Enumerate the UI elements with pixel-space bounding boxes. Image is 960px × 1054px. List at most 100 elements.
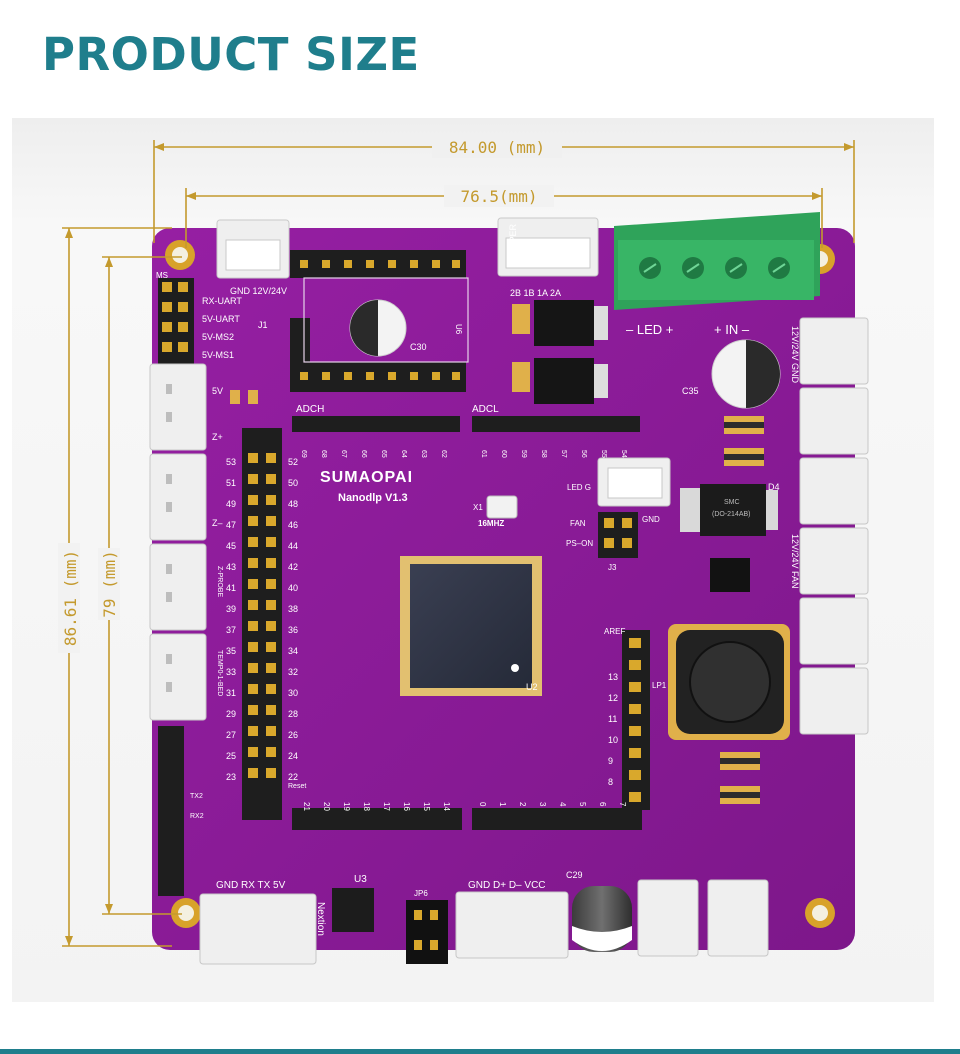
silk-tx2: TX2 (190, 793, 203, 800)
pin-label: 60 (500, 450, 507, 458)
silk-5v-ms1: 5V-MS1 (202, 350, 234, 360)
pin-label: 23 (226, 772, 236, 782)
header-pin (266, 621, 276, 631)
pin-label: 2 (518, 802, 527, 807)
silk-x1: X1 (473, 503, 483, 512)
pin-label: 0 (478, 802, 487, 807)
pin-label: 54 (620, 450, 627, 458)
silk-5v: 5V (212, 386, 223, 396)
header-pin (248, 642, 258, 652)
silk-lp1: LP1 (652, 681, 667, 690)
silk-crystal: 16MHZ (478, 519, 504, 528)
stepper-driver-socket (290, 250, 469, 392)
silk-u3: U3 (354, 874, 367, 885)
chip-u3 (332, 888, 374, 932)
pin-label: 36 (288, 625, 298, 635)
silk-nextion: Nextion (315, 902, 326, 936)
pin-label: 55 (600, 450, 607, 458)
silk-smc: SMC (724, 499, 740, 506)
mcu-chip-u2 (400, 556, 542, 696)
silk-smc-pkg: (DO-214AB) (712, 511, 751, 518)
pin-label: 8 (608, 777, 613, 787)
pin-label: 3 (538, 802, 547, 807)
silk-j1: J1 (258, 320, 268, 330)
led-connector (597, 457, 671, 507)
pin-label: 59 (520, 450, 527, 458)
diode-d4 (680, 484, 778, 536)
pin-label: 4 (558, 802, 567, 807)
pin-label: 56 (580, 450, 587, 458)
pin-label: 37 (226, 625, 236, 635)
pin-label: 68 (320, 450, 327, 458)
pin-label: 1 (498, 802, 507, 807)
power-connector (216, 217, 599, 279)
inductor-lp1 (668, 624, 790, 740)
header-pin (248, 663, 258, 673)
header-pin (266, 726, 276, 736)
silk-adcl: ADCL (472, 404, 499, 415)
pin-label: 63 (420, 450, 427, 458)
page-title: PRODUCT SIZE (42, 28, 420, 81)
pin-label: 46 (288, 520, 298, 530)
silk-temp: TEMP0-1-BED (216, 650, 223, 696)
pin-label: 13 (608, 672, 618, 682)
silk-stepper-pins: 2B 1B 1A 2A (510, 288, 561, 298)
pin-label: 30 (288, 688, 298, 698)
header-pin (266, 558, 276, 568)
header-pin (248, 537, 258, 547)
pin-label: 35 (226, 646, 236, 656)
pin-label: 32 (288, 667, 298, 677)
silk-led: – LED + (626, 322, 673, 337)
pin-label: 40 (288, 583, 298, 593)
silk-rx-uart: RX-UART (202, 296, 242, 306)
jumper-jp6 (406, 900, 448, 964)
header-pin (266, 705, 276, 715)
pin-label: 11 (608, 714, 617, 724)
silk-z-probe: Z-PROBE (216, 566, 223, 597)
pin-label: 19 (342, 802, 351, 811)
header-pin (266, 579, 276, 589)
header-pin (248, 621, 258, 631)
pin-label: 33 (226, 667, 236, 677)
width-inner-label: 76.5(mm) (460, 187, 537, 206)
silk-z-plus: Z+ (212, 432, 223, 442)
pin-label: 17 (382, 802, 391, 811)
silk-u6: U6 (454, 324, 463, 335)
pin-label: 24 (288, 751, 298, 761)
silk-usb-pins: GND D+ D– VCC (468, 880, 546, 891)
pin-label: 25 (226, 751, 236, 761)
crystal-x1 (486, 495, 518, 519)
silk-ps-on: PS–ON (566, 539, 593, 548)
silk-gnd: GND (642, 515, 660, 524)
pin-label: 62 (440, 450, 447, 458)
silk-stepper: STEPPER (508, 223, 518, 266)
pin-label: 9 (608, 756, 613, 766)
pin-label: 57 (560, 450, 567, 458)
silk-gnd-power: GND 12V/24V (230, 286, 287, 296)
header-pin (248, 474, 258, 484)
pin-label: 48 (288, 499, 298, 509)
silk-5v-uart: 5V-UART (202, 314, 240, 324)
silk-uart-pins: GND RX TX 5V (216, 880, 286, 891)
pin-label: 15 (422, 802, 431, 811)
pin-label: 67 (340, 450, 347, 458)
silk-adch: ADCH (296, 404, 324, 415)
adcl-header (472, 416, 640, 432)
silk-z-minus: Z– (212, 518, 223, 528)
pin-label: 28 (288, 709, 298, 719)
pin-label: 43 (226, 562, 236, 572)
header-pin (248, 726, 258, 736)
pin-label: 20 (322, 802, 331, 811)
pin-label: 64 (400, 450, 407, 458)
pin-label: 41 (226, 583, 236, 593)
header-pin (266, 474, 276, 484)
pin-label: 7 (618, 802, 627, 807)
header-pin (266, 768, 276, 778)
pin-label: 69 (300, 450, 307, 458)
chip-u1 (710, 558, 750, 592)
brand-logo: SUMAOPAI (320, 469, 413, 486)
